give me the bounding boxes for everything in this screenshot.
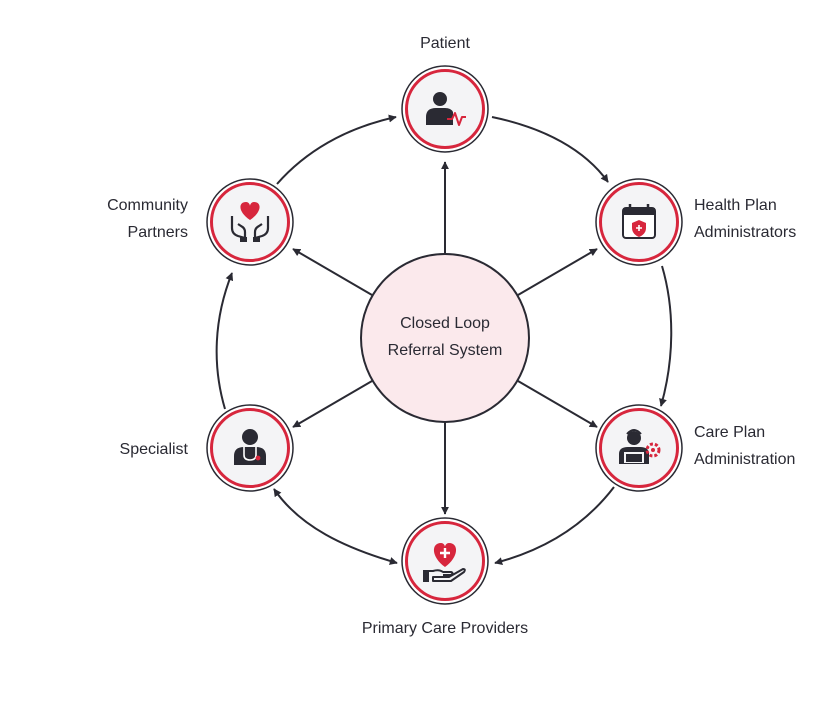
label-care-plan: Care Plan Administration xyxy=(694,419,795,473)
radial-arrows xyxy=(292,161,598,515)
center-label-line1: Closed Loop xyxy=(400,315,490,332)
label-primary-care-line1: Primary Care Providers xyxy=(361,620,529,637)
label-specialist: Specialist xyxy=(90,436,188,463)
label-health-plan-line1: Health Plan xyxy=(694,197,777,214)
doctor-stethoscope-icon xyxy=(234,429,266,465)
center-hub xyxy=(360,253,530,423)
hands-heart-icon xyxy=(230,202,270,242)
arrow-community-to-patient xyxy=(276,114,397,185)
label-primary-care: Primary Care Providers xyxy=(330,615,560,642)
patient-heartbeat-icon xyxy=(426,92,466,126)
arrow-center-to-careplan xyxy=(517,380,598,428)
admin-laptop-gear-icon xyxy=(619,429,661,464)
node-patient xyxy=(401,65,489,153)
label-community: Community Partners xyxy=(70,192,188,246)
arrow-center-to-specialist xyxy=(292,380,373,428)
label-health-plan-line2: Administrators xyxy=(694,224,797,241)
arrow-center-to-healthplan xyxy=(517,248,598,296)
node-health-plan xyxy=(595,178,683,266)
label-patient: Patient xyxy=(404,30,486,57)
label-patient-line1: Patient xyxy=(420,35,470,52)
arrow-center-to-community xyxy=(292,248,373,296)
arrow-specialist-to-community xyxy=(215,272,234,410)
calendar-shield-icon xyxy=(622,204,656,239)
center-label: Closed Loop Referral System xyxy=(360,310,530,364)
label-health-plan: Health Plan Administrators xyxy=(694,192,796,246)
center-label-line2: Referral System xyxy=(387,342,503,359)
arrow-patient-to-healthplan xyxy=(491,116,609,183)
node-community xyxy=(206,178,294,266)
node-primary-care xyxy=(401,517,489,605)
cycle-arrows xyxy=(215,114,673,566)
hand-heart-plus-icon xyxy=(423,543,466,582)
label-specialist-line1: Specialist xyxy=(119,441,188,458)
arrow-primary-specialist xyxy=(273,488,398,565)
label-care-plan-line2: Administration xyxy=(694,451,796,468)
arrow-healthplan-to-careplan xyxy=(659,265,673,407)
label-community-line1: Community xyxy=(107,197,188,214)
label-care-plan-line1: Care Plan xyxy=(694,424,766,441)
node-specialist xyxy=(206,404,294,492)
node-care-plan xyxy=(595,404,683,492)
label-community-line2: Partners xyxy=(127,224,188,241)
arrow-careplan-to-primary xyxy=(494,486,615,566)
